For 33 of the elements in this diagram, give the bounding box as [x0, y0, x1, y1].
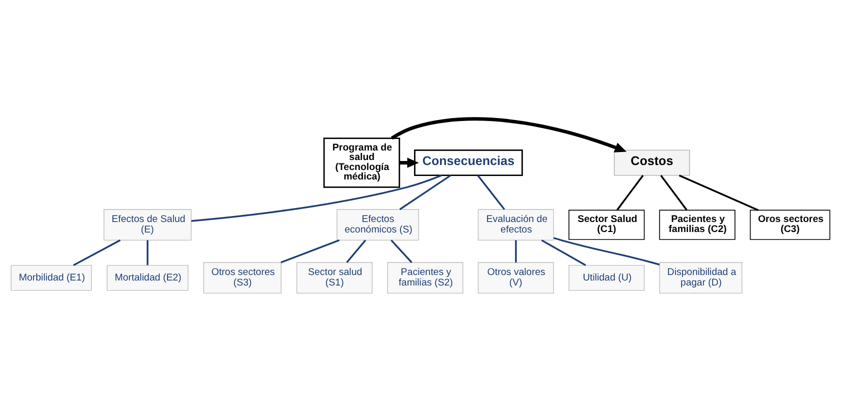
connector: [191, 174, 442, 222]
node-box: Otros valores (V): [478, 262, 554, 294]
node-box: Morbilidad (E1): [10, 264, 92, 291]
connector: [477, 174, 506, 210]
arrow: [390, 117, 627, 152]
node-box: Evaluación de efectos: [478, 209, 554, 241]
node-box: Utilidad (U): [568, 264, 645, 291]
connector: [678, 174, 759, 211]
node-box: Consecuencias: [414, 150, 523, 176]
connector: [280, 239, 340, 264]
node-box: Pacientes y familias (S2): [387, 262, 464, 294]
node-box: Disponibilidad a pagar (D): [659, 262, 742, 294]
node-box: Costos: [614, 150, 690, 176]
node-box: Efectos de Salud (E): [104, 209, 192, 241]
node-box: Pacientes y familias (C2): [659, 210, 736, 240]
connector: [390, 240, 412, 264]
connector: [541, 239, 586, 266]
node-box: Programa de salud (Tecnología médica): [323, 138, 400, 188]
arrow: [399, 158, 419, 168]
connector: [346, 240, 366, 264]
node-box: Mortalidad (E2): [106, 264, 188, 291]
connector: [399, 174, 452, 210]
connector: [146, 240, 148, 266]
node-box: Sector salud (S1): [296, 262, 373, 294]
connector: [515, 240, 517, 262]
node-box: Otros sectores (S3): [203, 262, 282, 294]
node-box: Sector Salud (C1): [568, 210, 645, 240]
connector: [660, 174, 688, 211]
connector: [616, 174, 644, 211]
connector: [73, 239, 121, 266]
connector: [553, 237, 660, 266]
node-box: Oros sectores (C3): [750, 210, 830, 240]
node-box: Efectos económicos (S): [336, 209, 419, 241]
